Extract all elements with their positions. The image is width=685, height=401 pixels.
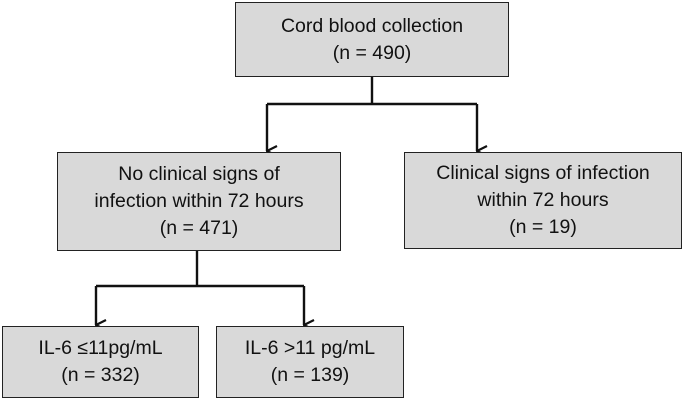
node-label: Cord blood collection <box>280 14 464 37</box>
node-no-clinical-signs: No clinical signs of infection within 72… <box>57 152 341 251</box>
node-cord-blood-collection: Cord blood collection (n = 490) <box>235 2 509 77</box>
node-count: (n = 19) <box>509 216 577 238</box>
node-label: infection within 72 hours <box>94 190 304 212</box>
node-label: Clinical signs of infection <box>436 162 650 184</box>
node-clinical-signs: Clinical signs of infection within 72 ho… <box>404 152 682 249</box>
node-count: (n = 139) <box>270 364 350 386</box>
node-count: (n = 332) <box>61 364 140 386</box>
node-label: No clinical signs of <box>118 163 280 185</box>
node-il6-high: IL-6 >11 pg/mL (n = 139) <box>216 326 404 398</box>
node-count: (n = 471) <box>159 217 239 239</box>
node-label: within 72 hours <box>477 189 609 211</box>
node-label: IL-6 >11 pg/mL <box>244 337 376 359</box>
node-il6-low: IL-6 ≤11pg/mL (n = 332) <box>2 326 199 398</box>
node-label: IL-6 ≤11pg/mL <box>38 337 163 359</box>
node-count: (n = 490) <box>332 41 412 64</box>
